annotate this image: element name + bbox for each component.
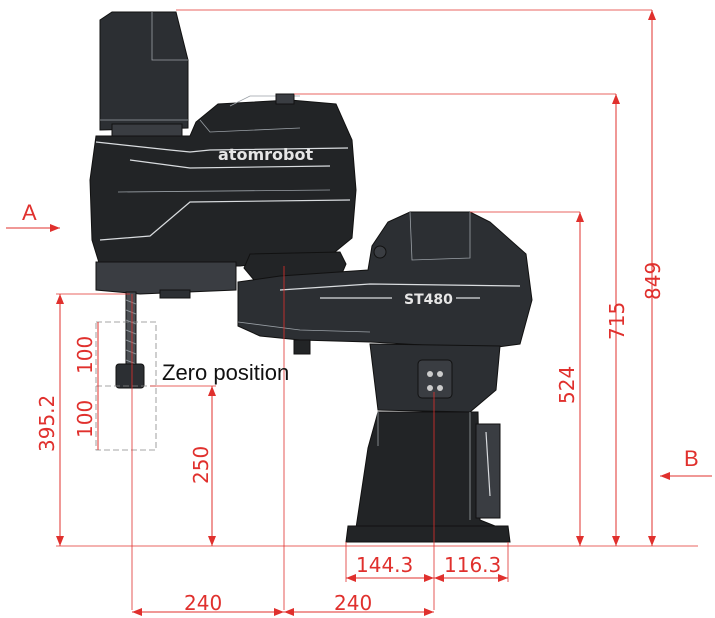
dimension-144-3: 144.3 (346, 553, 434, 582)
dimension-240-left: 240 (132, 591, 284, 616)
dimension-label-715: 715 (605, 302, 629, 340)
dimension-100-upper: 100 (73, 322, 99, 386)
dimension-715: 715 (605, 94, 629, 546)
scara-robot: atomrobot ST480 (89, 11, 533, 543)
dimension-100-lower: 100 (73, 386, 99, 450)
cable-connector (417, 359, 453, 399)
stroke-range-box (95, 321, 157, 451)
base-plate (345, 525, 511, 543)
arm1-lower-casing (95, 261, 237, 295)
dimension-label-395-2: 395.2 (35, 395, 59, 452)
dimension-label-524: 524 (555, 366, 579, 404)
arm1-housing (89, 99, 357, 267)
model-label: ST480 (404, 292, 453, 308)
logo-text: atomrobot (218, 145, 313, 164)
motor-flange (111, 123, 183, 137)
arm2-housing (237, 211, 533, 351)
dimension-849: 849 (641, 10, 665, 546)
top-cap (275, 93, 295, 105)
dimension-116-3: 116.3 (434, 553, 508, 582)
dimension-label-116-3: 116.3 (444, 553, 501, 577)
extension-lines (56, 9, 698, 610)
dimension-label-100-lower: 100 (73, 400, 97, 438)
dimension-250: 250 (189, 386, 216, 546)
dimension-label-250: 250 (189, 446, 213, 484)
view-marker-a: A (6, 200, 60, 232)
dimension-240-right: 240 (284, 591, 434, 616)
dimension-label-240-right: 240 (334, 591, 372, 615)
ball-screw-shaft (115, 291, 145, 389)
z-motor-housing (99, 11, 189, 131)
end-effector-flange (115, 363, 145, 389)
dimension-label-144-3: 144.3 (356, 553, 413, 577)
zero-position-label: Zero position (162, 360, 289, 385)
dimension-524: 524 (555, 212, 584, 546)
view-marker-b: B (660, 446, 712, 480)
dimension-label-240-left: 240 (184, 591, 222, 615)
dimension-label-100-upper: 100 (73, 336, 97, 374)
dimension-395-2: 395.2 (35, 294, 64, 546)
view-label-a: A (22, 200, 37, 225)
dimension-label-849: 849 (641, 262, 665, 300)
view-label-b: B (684, 446, 699, 471)
